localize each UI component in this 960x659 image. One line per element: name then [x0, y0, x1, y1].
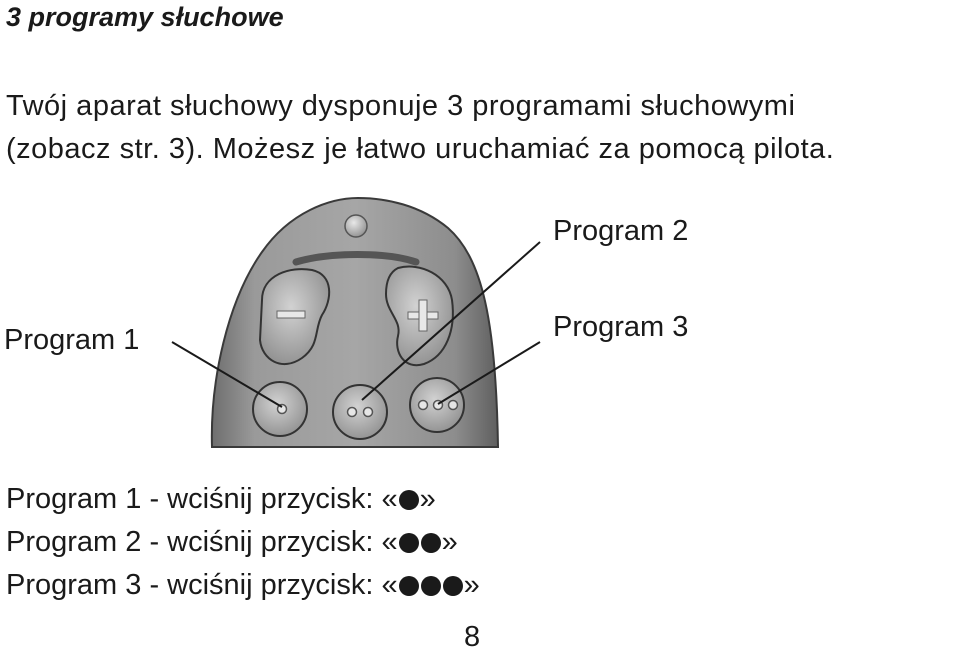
instruction-row-1: Program 1 - wciśnij przycisk: « »	[6, 478, 480, 521]
filled-dot-icon	[399, 490, 419, 510]
instruction-text: Program 1 - wciśnij przycisk: «	[6, 478, 398, 521]
instruction-text: Program 2 - wciśnij przycisk: «	[6, 521, 398, 564]
instruction-text: Program 3 - wciśnij przycisk: «	[6, 564, 398, 607]
program-3-dot-icon	[449, 401, 458, 410]
instruction-row-3: Program 3 - wciśnij przycisk: « »	[6, 564, 480, 607]
instruction-row-2: Program 2 - wciśnij przycisk: « »	[6, 521, 480, 564]
program-2-dot-icon	[348, 408, 357, 417]
page-number: 8	[464, 620, 480, 654]
remote-top-knob	[345, 215, 367, 237]
program-3-dot-icon	[419, 401, 428, 410]
filled-dot-icon	[443, 576, 463, 596]
program-1-button[interactable]	[253, 382, 307, 436]
callout-program-2: Program 2	[553, 214, 688, 248]
callout-program-1: Program 1	[4, 323, 139, 357]
filled-dot-icon	[421, 576, 441, 596]
filled-dot-icon	[399, 576, 419, 596]
program-3-button[interactable]	[410, 378, 464, 432]
instruction-close-quote: »	[464, 564, 480, 607]
program-2-dot-icon	[364, 408, 373, 417]
callout-program-3: Program 3	[553, 310, 688, 344]
instruction-close-quote: »	[420, 478, 436, 521]
program-2-button[interactable]	[333, 385, 387, 439]
filled-dot-icon	[399, 533, 419, 553]
instruction-close-quote: »	[442, 521, 458, 564]
instructions-list: Program 1 - wciśnij przycisk: « » Progra…	[6, 478, 480, 607]
filled-dot-icon	[421, 533, 441, 553]
minus-icon	[277, 311, 305, 318]
